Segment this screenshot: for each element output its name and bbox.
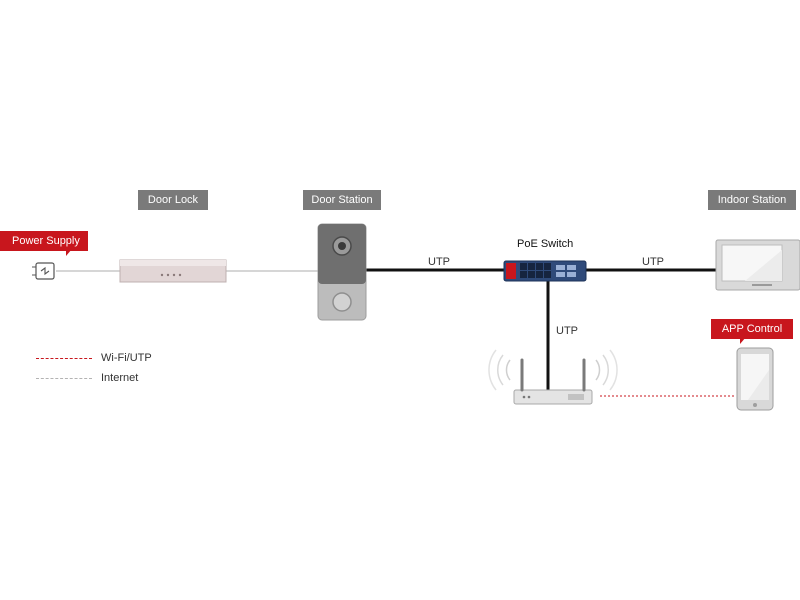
power-supply-tag: Power Supply [0, 231, 88, 251]
utp-label-down: UTP [556, 325, 578, 337]
power-plug-icon [32, 262, 55, 280]
utp-label-left: UTP [428, 256, 450, 268]
utp-label-right: UTP [642, 256, 664, 268]
indoor-station-tag: Indoor Station [708, 190, 796, 210]
poe-switch-icon [503, 260, 587, 282]
door-lock-tag: Door Lock [138, 190, 208, 210]
indoor-monitor-icon [715, 239, 800, 291]
legend-wifi-utp-label: Wi-Fi/UTP [101, 352, 152, 364]
smartphone-icon [736, 347, 774, 411]
legend-wifi-utp-line [36, 358, 92, 359]
legend-internet-label: Internet [101, 372, 139, 384]
router-icon [488, 349, 618, 405]
legend-internet-line [36, 378, 92, 379]
app-control-tag: APP Control [711, 319, 793, 339]
poe-switch-label: PoE Switch [517, 238, 574, 250]
door-station-icon [317, 223, 367, 321]
door-station-tag: Door Station [303, 190, 381, 210]
door-lock-icon [119, 259, 227, 283]
